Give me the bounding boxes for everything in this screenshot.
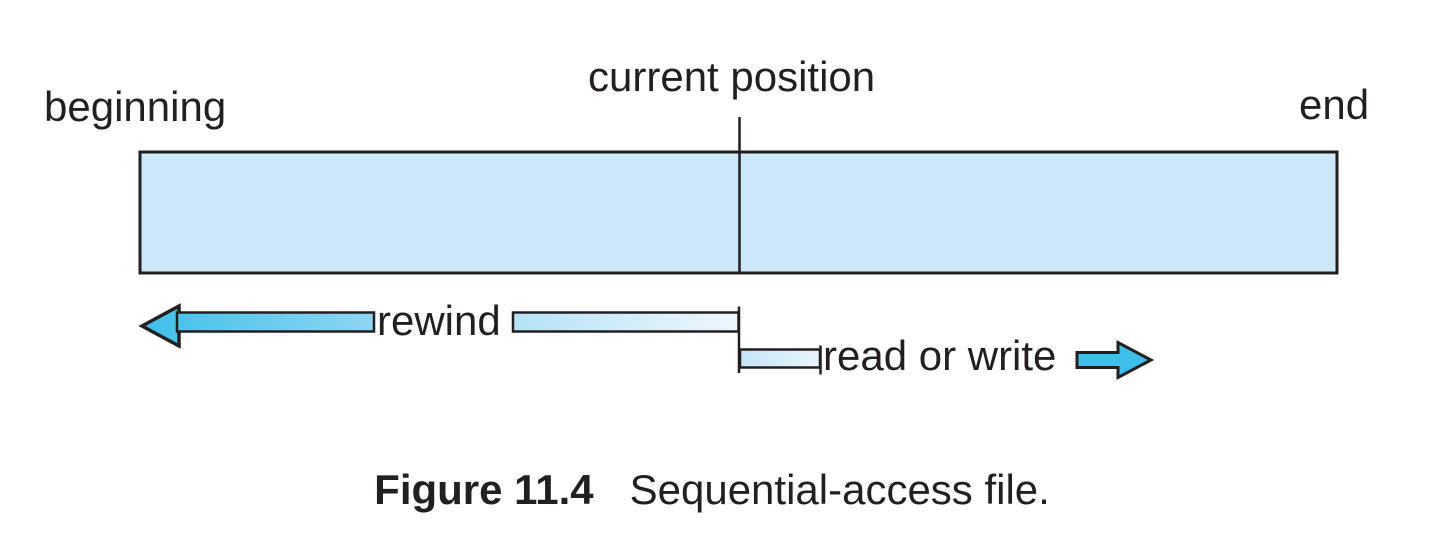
rewind-label: rewind [377, 297, 501, 344]
rewind-shaft-left [175, 311, 376, 333]
figure-caption: Figure 11.4 Sequential-access file. [374, 469, 1050, 511]
end-label: end [1299, 81, 1370, 128]
figure-number: Figure 11.4 [374, 466, 594, 513]
read-write-arrow-icon [1075, 340, 1155, 380]
beginning-label: beginning [44, 83, 227, 130]
figure-title: Sequential-access file. [629, 466, 1050, 513]
current-position-label: current position [588, 53, 876, 100]
read-write-shaft [738, 348, 822, 369]
rewind-shaft-right [511, 311, 740, 333]
read-or-write-label: read or write [823, 332, 1057, 379]
rewind-arrowhead-icon [138, 303, 181, 349]
